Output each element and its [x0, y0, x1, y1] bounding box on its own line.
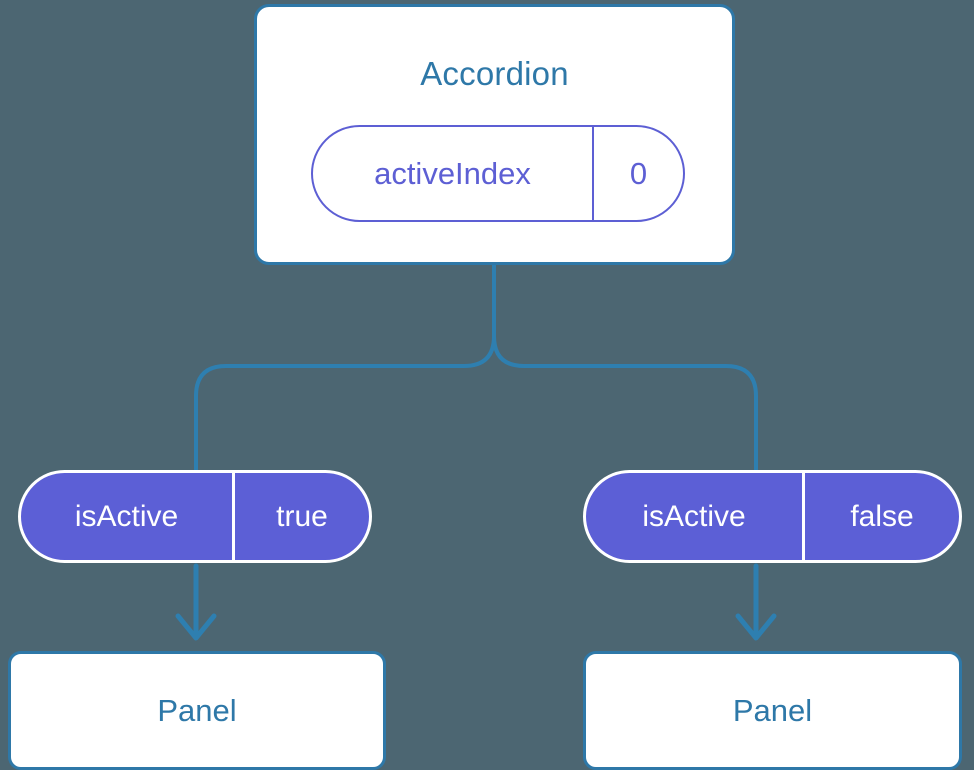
prop-pill-value: true [276, 499, 328, 533]
prop-pill-is-active-true: isActive true [18, 470, 372, 563]
branch-line-right [492, 264, 758, 472]
arrow-head-right-icon [735, 613, 777, 641]
prop-pill-value: false [850, 499, 914, 533]
component-node-accordion: Accordion activeIndex 0 [254, 4, 735, 265]
component-title-panel: Panel [157, 692, 237, 728]
state-pill-key: activeIndex [313, 127, 594, 220]
component-title-panel: Panel [732, 692, 813, 728]
prop-pill-key: isActive [21, 473, 235, 560]
branch-line-left [194, 264, 496, 472]
component-node-panel-left: Panel [8, 651, 386, 770]
arrow-head-left-icon [175, 613, 217, 641]
state-pill-value: 0 [629, 155, 648, 191]
state-pill-active-index: activeIndex 0 [311, 125, 685, 222]
prop-pill-key: isActive [586, 473, 805, 560]
component-node-panel-right: Panel [583, 651, 962, 770]
component-title-accordion: Accordion [420, 55, 569, 92]
prop-pill-is-active-false: isActive false [583, 470, 962, 563]
